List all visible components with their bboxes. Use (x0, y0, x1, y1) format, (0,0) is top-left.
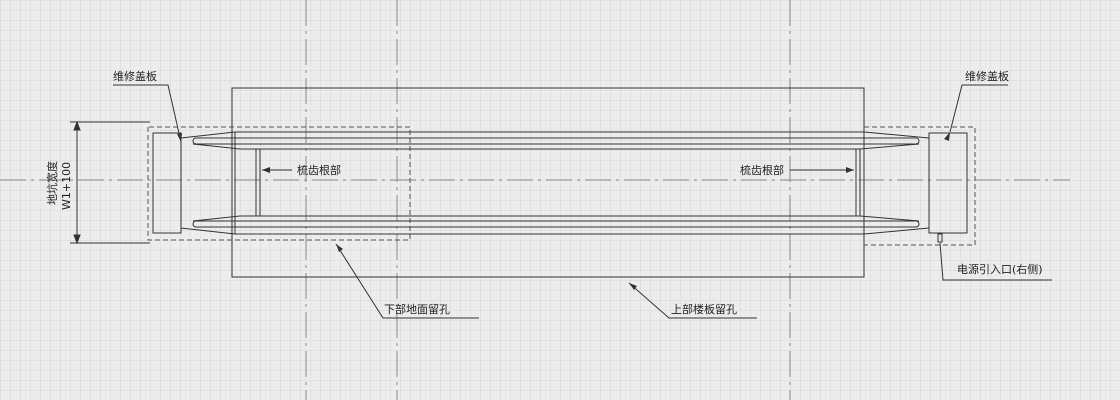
pit-width-value: W1+100 (60, 161, 73, 210)
power-entry-port (937, 233, 943, 243)
leader-power-entry (939, 242, 1052, 281)
upper-hole-label: 上部楼板留孔 (671, 303, 737, 316)
pit-width-label: 地坑宽度 (46, 161, 59, 205)
leader-cover-right (949, 84, 1008, 133)
arrow-cover-right (944, 132, 950, 141)
arrow-comb-right (846, 167, 854, 173)
leader-cover-left (113, 84, 182, 143)
lower-ground-opening (147, 126, 411, 241)
leader-upper-hole (628, 282, 757, 319)
left-cover-plate (152, 132, 182, 234)
cover-right-label: 维修盖板 (965, 70, 1009, 83)
upper-floor-opening (231, 87, 865, 278)
comb-root-right-label: 梳齿根部 (740, 164, 784, 177)
cover-left-label: 维修盖板 (113, 70, 157, 83)
power-entry-label: 电源引入口(右侧) (957, 263, 1043, 276)
comb-root-left-label: 梳齿根部 (297, 164, 341, 177)
arrow-upper-hole (629, 283, 637, 290)
pit-width-dimension (70, 120, 150, 245)
lower-hole-label: 下部地面留孔 (384, 303, 450, 316)
right-pit-opening (864, 126, 976, 246)
arrow-comb-left (262, 167, 270, 173)
arrow-cover-left (177, 133, 182, 142)
right-cover-plate (928, 132, 968, 234)
leader-lower-hole (335, 243, 479, 319)
arrow-lower-hole (336, 244, 343, 252)
escalator-truss (180, 131, 930, 235)
